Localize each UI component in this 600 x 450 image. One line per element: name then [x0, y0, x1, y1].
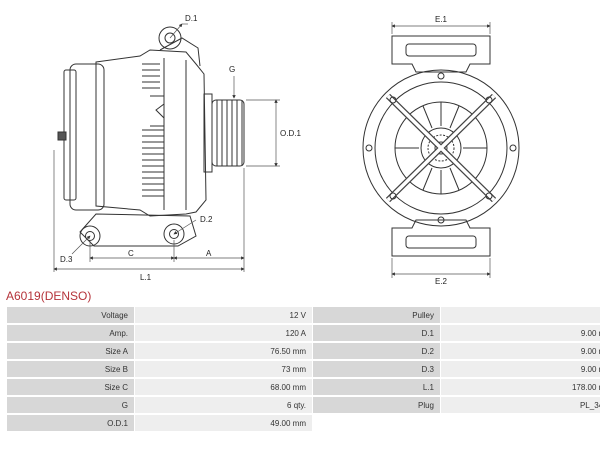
- spec-label: D.1: [313, 325, 440, 341]
- side-view-labels: D.1 G O.D.1 D.2 D.3 C A L.1: [60, 14, 301, 282]
- side-view: [57, 26, 245, 247]
- front-view-labels: E.1 E.2: [435, 15, 448, 285]
- spec-value: 73 mm: [135, 361, 312, 377]
- spec-label: Amp.: [7, 325, 134, 341]
- spec-value: 9.00 mm: [441, 325, 600, 341]
- spec-value: 12 V: [135, 307, 312, 323]
- label-d1: D.1: [185, 14, 198, 23]
- cooling-fins: [142, 63, 164, 197]
- spec-label: G: [7, 397, 134, 413]
- shaft-hub: [420, 127, 462, 169]
- spec-value-empty: [441, 415, 600, 431]
- table-row: G 6 qty. Plug PL_3402: [7, 397, 600, 413]
- table-row: Size A 76.50 mm D.2 9.00 mm: [7, 343, 600, 359]
- label-c: C: [128, 249, 134, 258]
- front-view: [362, 35, 520, 257]
- spec-value: 178.00 mm: [441, 379, 600, 395]
- label-d2: D.2: [200, 215, 213, 224]
- table-row: Amp. 120 A D.1 9.00 mm: [7, 325, 600, 341]
- spec-label: D.2: [313, 343, 440, 359]
- d1-mount-ear: [158, 26, 182, 50]
- front-view-dimensions: [391, 22, 491, 278]
- spec-label: Size C: [7, 379, 134, 395]
- table-row: Size B 73 mm D.3 9.00 mm: [7, 361, 600, 377]
- spec-label: Plug: [313, 397, 440, 413]
- alternator-technical-drawing: D.1 G O.D.1 D.2 D.3 C A L.1: [53, 14, 520, 285]
- pulley: [211, 99, 245, 167]
- terminal-plug: [57, 131, 67, 141]
- spec-value: 76.50 mm: [135, 343, 312, 359]
- spec-label: Size B: [7, 361, 134, 377]
- table-row: O.D.1 49.00 mm: [7, 415, 600, 431]
- spec-label-empty: [313, 415, 440, 431]
- label-od1: O.D.1: [280, 129, 301, 138]
- spokes: [385, 93, 497, 203]
- spec-value: AP: [441, 307, 600, 323]
- spec-value: 120 A: [135, 325, 312, 341]
- spec-value: 9.00 mm: [441, 361, 600, 377]
- spec-value: PL_3402: [441, 397, 600, 413]
- label-d3: D.3: [60, 255, 73, 264]
- label-a: A: [206, 249, 212, 258]
- fan-vanes: [395, 102, 487, 194]
- spec-value: 68.00 mm: [135, 379, 312, 395]
- spec-label: Size A: [7, 343, 134, 359]
- spec-label: O.D.1: [7, 415, 134, 431]
- spec-value: 6 qty.: [135, 397, 312, 413]
- specs-table: Voltage 12 V Pulley AP Amp. 120 A D.1 9.…: [6, 305, 600, 433]
- part-title: A6019(DENSO): [6, 289, 92, 303]
- table-row: Size C 68.00 mm L.1 178.00 mm: [7, 379, 600, 395]
- table-row: Voltage 12 V Pulley AP: [7, 307, 600, 323]
- spec-label: Voltage: [7, 307, 134, 323]
- side-view-dimensions: [53, 23, 280, 272]
- label-g: G: [229, 65, 235, 74]
- spec-label: Pulley: [313, 307, 440, 323]
- spec-value: 9.00 mm: [441, 343, 600, 359]
- label-e1: E.1: [435, 15, 448, 24]
- spec-label: D.3: [313, 361, 440, 377]
- spec-label: L.1: [313, 379, 440, 395]
- label-e2: E.2: [435, 277, 448, 285]
- label-l1: L.1: [140, 273, 152, 282]
- spec-value: 49.00 mm: [135, 415, 312, 431]
